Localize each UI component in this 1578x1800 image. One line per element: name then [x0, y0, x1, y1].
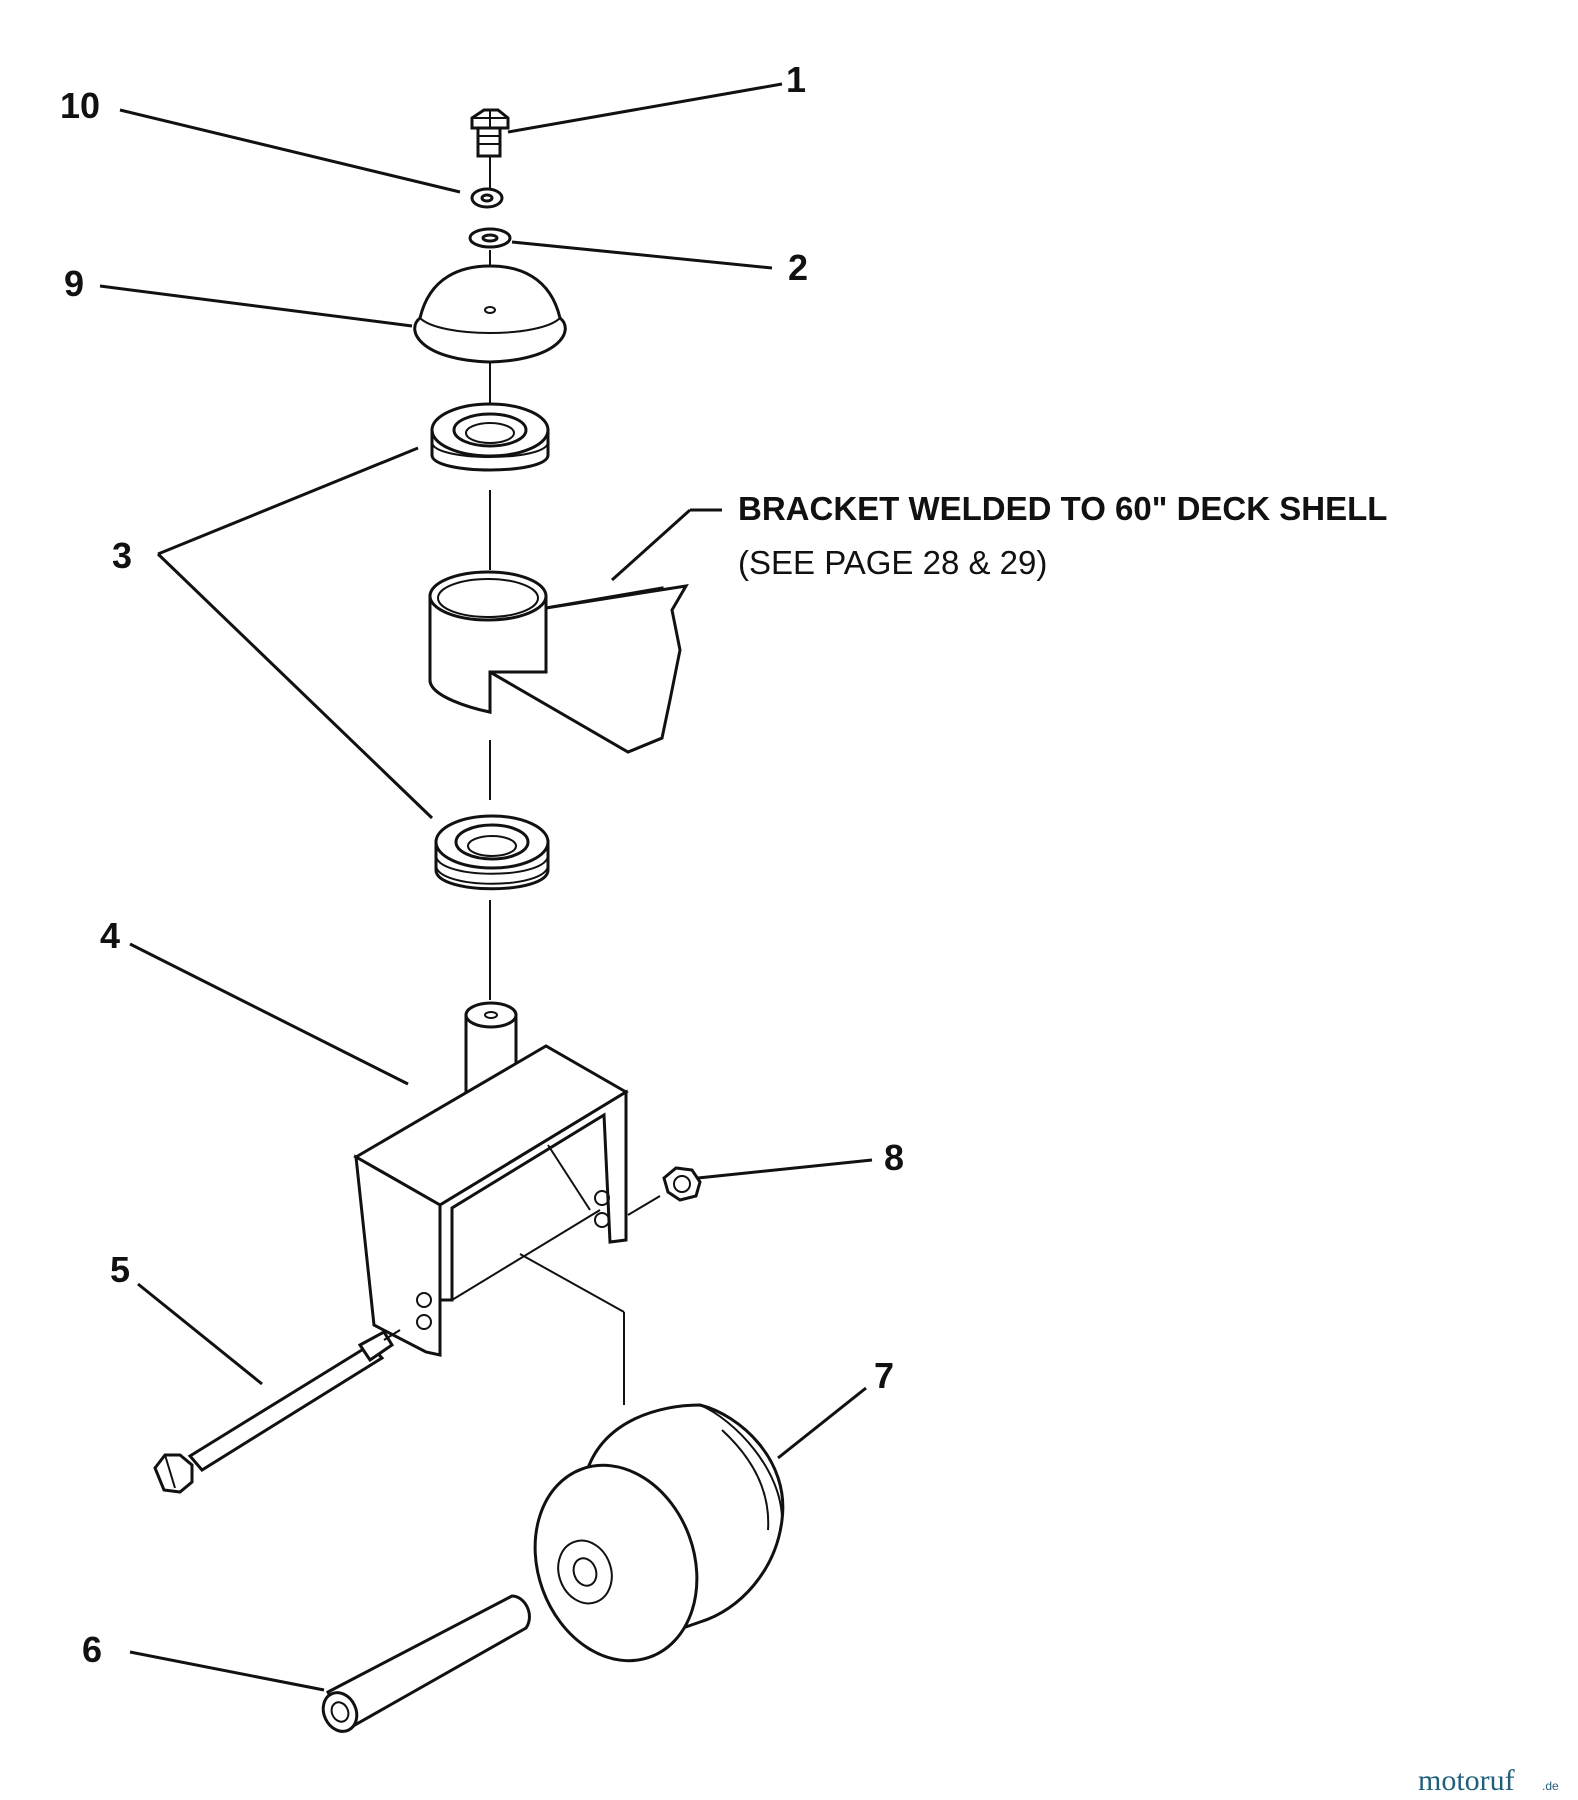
part-6-spacer-tube: [321, 1594, 531, 1733]
label-6: 6: [82, 1629, 102, 1670]
part-7-wheel: [533, 1403, 785, 1663]
part-10-lock-washer: [470, 187, 504, 209]
part-4-caster-fork: [353, 1001, 629, 1357]
label-9: 9: [64, 263, 84, 304]
watermark-logo: motoruf: [1418, 1764, 1515, 1797]
bracket-note-line2: (SEE PAGE 28 & 29): [738, 544, 1047, 581]
part-9-dust-cap: [413, 264, 567, 364]
label-5: 5: [110, 1249, 130, 1290]
label-4: 4: [100, 915, 120, 956]
label-2: 2: [788, 247, 808, 288]
part-5-axle-bolt: [153, 1329, 401, 1494]
part-8-nut: [627, 1166, 702, 1216]
part-3-upper-bearing: [430, 402, 550, 472]
part-2-flat-washer: [468, 227, 512, 249]
axle-center-lines: [519, 1253, 625, 1405]
label-3: 3: [112, 535, 132, 576]
label-1: 1: [786, 59, 806, 100]
leader-lines: [99, 82, 873, 1692]
label-7: 7: [874, 1355, 894, 1396]
part-3-lower-bearing: [434, 814, 550, 891]
watermark-suffix: .de: [1542, 1779, 1559, 1793]
label-10: 10: [60, 85, 100, 126]
part-1-bolt: [470, 108, 510, 158]
label-8: 8: [884, 1137, 904, 1178]
deck-bracket: [428, 570, 689, 754]
bracket-note-line1: BRACKET WELDED TO 60" DECK SHELL: [738, 490, 1387, 527]
